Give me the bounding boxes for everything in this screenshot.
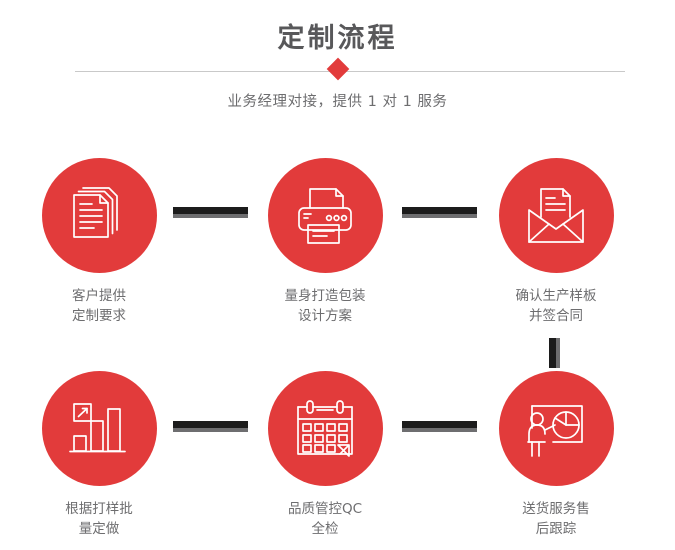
process-step-4: 根据打样批 量定做 bbox=[4, 371, 194, 539]
step-3-icon-circle bbox=[498, 158, 614, 273]
printer-icon bbox=[298, 187, 352, 244]
step-3-label: 确认生产样板 并签合同 bbox=[515, 288, 597, 324]
connector-step4-step5 bbox=[173, 421, 248, 432]
step-6-icon-circle bbox=[498, 371, 614, 486]
presentation-pie-chart-icon bbox=[527, 404, 583, 457]
step-2-icon-circle bbox=[267, 158, 383, 273]
calendar-check-icon bbox=[297, 399, 353, 457]
connector-step3-step6 bbox=[549, 338, 560, 368]
process-step-6: 送货服务售 后跟踪 bbox=[461, 371, 651, 539]
step-2-label: 量身打造包装 设计方案 bbox=[284, 288, 366, 324]
step-1-icon-circle bbox=[41, 158, 157, 273]
step-5-icon-circle bbox=[267, 371, 383, 486]
page-title: 定制流程 bbox=[277, 23, 398, 54]
envelope-letter-icon bbox=[528, 187, 584, 243]
step-1-label: 客户提供 定制要求 bbox=[72, 288, 126, 324]
step-4-label: 根据打样批 量定做 bbox=[65, 501, 133, 537]
diamond-ornament-icon bbox=[326, 57, 350, 81]
process-step-2: 量身打造包装 设计方案 bbox=[230, 158, 420, 326]
header-section: 定制流程 业务经理对接，提供 1 对 1 服务 bbox=[0, 0, 675, 130]
bar-chart-growth-icon bbox=[69, 402, 126, 452]
connector-step1-step2 bbox=[173, 207, 248, 218]
connector-step2-step3 bbox=[402, 207, 477, 218]
process-step-5: 品质管控QC 全检 bbox=[230, 371, 420, 539]
documents-stack-icon bbox=[73, 186, 118, 238]
process-step-3: 确认生产样板 并签合同 bbox=[461, 158, 651, 326]
step-6-label: 送货服务售 后跟踪 bbox=[522, 501, 590, 537]
connector-step5-step6 bbox=[402, 421, 477, 432]
divider-line bbox=[75, 71, 625, 72]
page-subtitle: 业务经理对接，提供 1 对 1 服务 bbox=[227, 94, 448, 110]
step-4-icon-circle bbox=[41, 371, 157, 486]
process-step-1: 客户提供 定制要求 bbox=[4, 158, 194, 326]
step-5-label: 品质管控QC 全检 bbox=[287, 501, 363, 537]
